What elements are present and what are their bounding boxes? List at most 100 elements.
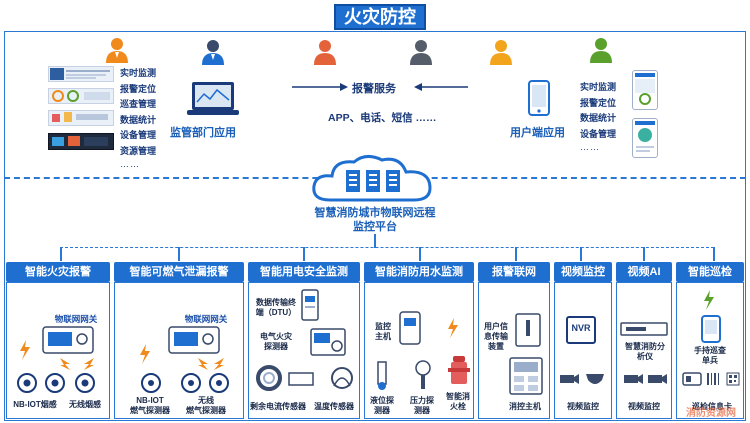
right-menu-item[interactable]: 报警定位	[580, 97, 617, 108]
smoke-detector-icon	[45, 373, 65, 393]
qr-code-icon	[726, 372, 740, 386]
dashboard-detail	[50, 68, 110, 146]
residual-current-label: 剩余电流传感器	[250, 402, 306, 411]
camera-icon	[624, 374, 643, 384]
transmission-device-icon	[515, 313, 541, 347]
left-menu-item[interactable]: 报警定位	[120, 83, 157, 94]
nvr-icon	[566, 316, 596, 344]
gas-detector-icon	[209, 373, 229, 393]
gas-detector-icon	[181, 373, 201, 393]
handheld-terminal-icon	[701, 315, 721, 343]
connector-drop	[178, 247, 180, 261]
connector-drop	[303, 247, 305, 261]
nvr-label: NVR	[571, 323, 591, 333]
gas-detector-icon	[141, 373, 161, 393]
monitor-host-label: 监控 主机	[370, 322, 396, 342]
section-box-fire	[6, 282, 110, 419]
level-sensor-icon	[377, 361, 387, 390]
right-menu-item[interactable]: 数据统计	[580, 113, 617, 123]
person-icon-gray	[410, 40, 432, 65]
dtu-device-icon	[301, 289, 319, 321]
fire-gateway-label: 物联网网关	[54, 314, 98, 324]
left-menu-item[interactable]: 巡查管理	[120, 99, 157, 109]
section-box-video-ai	[616, 282, 672, 419]
connector-drop	[419, 247, 421, 261]
right-menu-more: ……	[580, 142, 600, 152]
section-header-electric[interactable]: 智能用电安全监测	[248, 262, 360, 282]
connector-drop	[713, 247, 715, 261]
dtu-label-line: 端（DTU）	[255, 308, 297, 317]
section-header-fire[interactable]: 智能火灾报警	[6, 262, 110, 282]
section-header-water[interactable]: 智能消防用水监测	[364, 262, 474, 282]
barcode-icon	[707, 373, 719, 385]
smoke-detector-icon	[75, 373, 95, 393]
id-card-icon	[682, 372, 702, 386]
analyzer-label-line: 析仪	[637, 352, 653, 361]
platform-label-line: 监控平台	[353, 221, 397, 233]
connector-drop	[60, 247, 62, 261]
control-host-icon	[509, 357, 543, 395]
section-box-video	[554, 282, 612, 419]
dome-camera-icon	[586, 374, 604, 384]
monitor-host-label-line: 监控	[375, 322, 391, 331]
right-menu-item[interactable]: 实时监测	[580, 82, 617, 92]
section-header-gas[interactable]: 智能可燃气泄漏报警	[114, 262, 244, 282]
user-info-device-label-line: 装置	[488, 342, 504, 351]
temperature-sensor-label: 温度传感器	[314, 402, 354, 411]
electric-fire-label-line: 电气火灾	[260, 332, 292, 341]
control-host-label: 消控主机	[509, 402, 541, 411]
handheld-label-line: 单兵	[702, 356, 718, 365]
left-menu: 实时监测 报警定位 巡查管理 数据统计 设备管理 资源管理 ……	[120, 66, 190, 169]
section-header-video-ai[interactable]: 视频AI	[616, 262, 672, 282]
page-title: 火灾防控	[334, 4, 426, 30]
laptop-icon	[187, 82, 239, 115]
smart-hydrant-label: 智能消 火栓	[440, 392, 476, 412]
nbiot-gas-label-line: NB-IOT	[136, 396, 164, 405]
user-info-device-label-line: 用户信	[484, 322, 508, 331]
alarm-arrows	[292, 83, 468, 91]
left-menu-item[interactable]: 数据统计	[120, 114, 157, 125]
gateway-device-icon	[42, 326, 94, 354]
person-icon-blue	[202, 40, 224, 65]
person-icon-orange-2	[314, 40, 336, 65]
user-info-device-label-line: 息传输	[484, 332, 508, 341]
gas-gateway-label: 物联网网关	[184, 314, 228, 324]
dtu-label-line: 数据传输终	[256, 298, 296, 307]
left-menu-item[interactable]: 设备管理	[120, 130, 157, 140]
electric-fire-label: 电气火灾 探测器	[250, 332, 302, 352]
hydrant-icon	[448, 356, 470, 384]
camera-icon	[648, 374, 667, 384]
left-menu-item[interactable]: 资源管理	[120, 145, 157, 156]
supervision-app-label: 监管部门应用	[170, 127, 236, 139]
connector-drop	[580, 247, 582, 261]
pressure-sensor-label: 压力探 测器	[404, 396, 440, 416]
channels-label: APP、电话、短信 ……	[328, 112, 437, 124]
right-menu-item[interactable]: 设备管理	[580, 128, 617, 139]
section-header-alarm-network[interactable]: 报警联网	[478, 262, 550, 282]
gateway-device-icon	[168, 326, 220, 354]
lower-frame	[4, 178, 746, 421]
pressure-sensor-label-line: 压力探	[410, 396, 434, 405]
wireless-gas-label-line: 燃气探测器	[186, 406, 226, 415]
section-header-patrol[interactable]: 智能巡检	[676, 262, 744, 282]
wireless-gas-label: 无线 燃气探测器	[176, 396, 236, 416]
connector-drop	[515, 247, 517, 261]
wireless-smoke-label: 无线烟感	[69, 400, 101, 409]
server-icons	[346, 170, 400, 192]
upper-frame	[4, 31, 746, 178]
watermark: 消防资源网	[686, 408, 736, 419]
phone-thumb-2	[632, 118, 658, 158]
user-info-device-label: 用户信 息传输 装置	[480, 322, 512, 352]
handheld-label: 手持巡查 单兵	[680, 346, 740, 366]
lightning-icon	[60, 358, 70, 370]
section-box-electric	[248, 282, 360, 419]
current-sensor-icon	[256, 365, 282, 391]
section-header-video[interactable]: 视频监控	[554, 262, 612, 282]
left-menu-item[interactable]: 实时监测	[120, 68, 157, 78]
electric-detector-icon	[310, 328, 346, 356]
section-box-patrol	[676, 282, 744, 419]
lightning-icon	[214, 358, 224, 370]
section-box-alarm-network	[478, 282, 550, 419]
nbiot-gas-label: NB-IOT 燃气探测器	[120, 396, 180, 416]
left-menu-more: ……	[120, 159, 140, 169]
